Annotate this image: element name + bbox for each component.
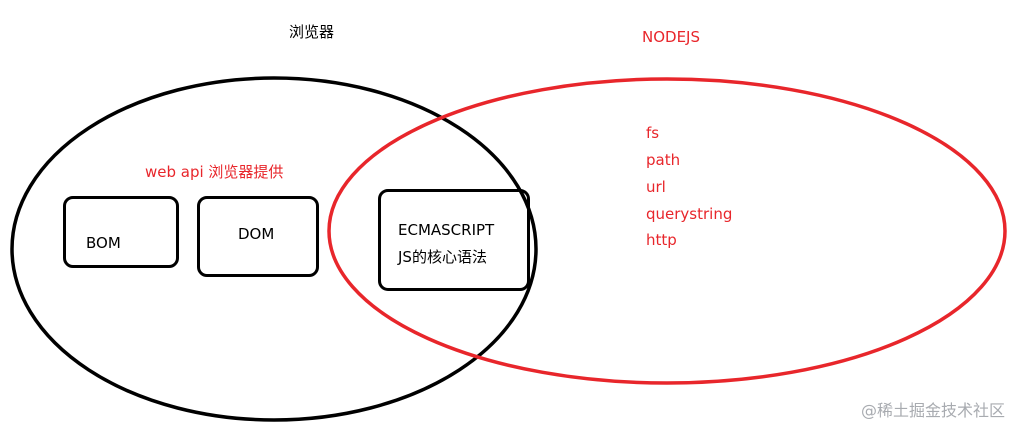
browser-ellipse bbox=[10, 76, 538, 422]
web-api-note: web api 浏览器提供 bbox=[145, 163, 284, 181]
watermark: @稀土掘金技术社区 bbox=[860, 401, 1005, 420]
node-module-url: url bbox=[646, 178, 666, 196]
nodejs-title: NODEJS bbox=[642, 28, 701, 46]
ecmascript-sublabel: JS的核心语法 bbox=[398, 248, 487, 266]
browser-title: 浏览器 bbox=[289, 23, 335, 41]
bom-box: BOM bbox=[63, 196, 179, 268]
ecmascript-box: ECMASCRIPT JS的核心语法 bbox=[378, 189, 530, 291]
node-module-fs: fs bbox=[646, 124, 660, 142]
node-module-path: path bbox=[646, 151, 681, 169]
ecmascript-label: ECMASCRIPT bbox=[398, 221, 495, 239]
node-module-http: http bbox=[646, 231, 677, 249]
nodejs-ellipse bbox=[327, 77, 1007, 385]
dom-label: DOM bbox=[238, 225, 275, 243]
bom-label: BOM bbox=[86, 234, 121, 252]
dom-box: DOM bbox=[197, 196, 319, 277]
node-module-querystring: querystring bbox=[646, 205, 733, 223]
